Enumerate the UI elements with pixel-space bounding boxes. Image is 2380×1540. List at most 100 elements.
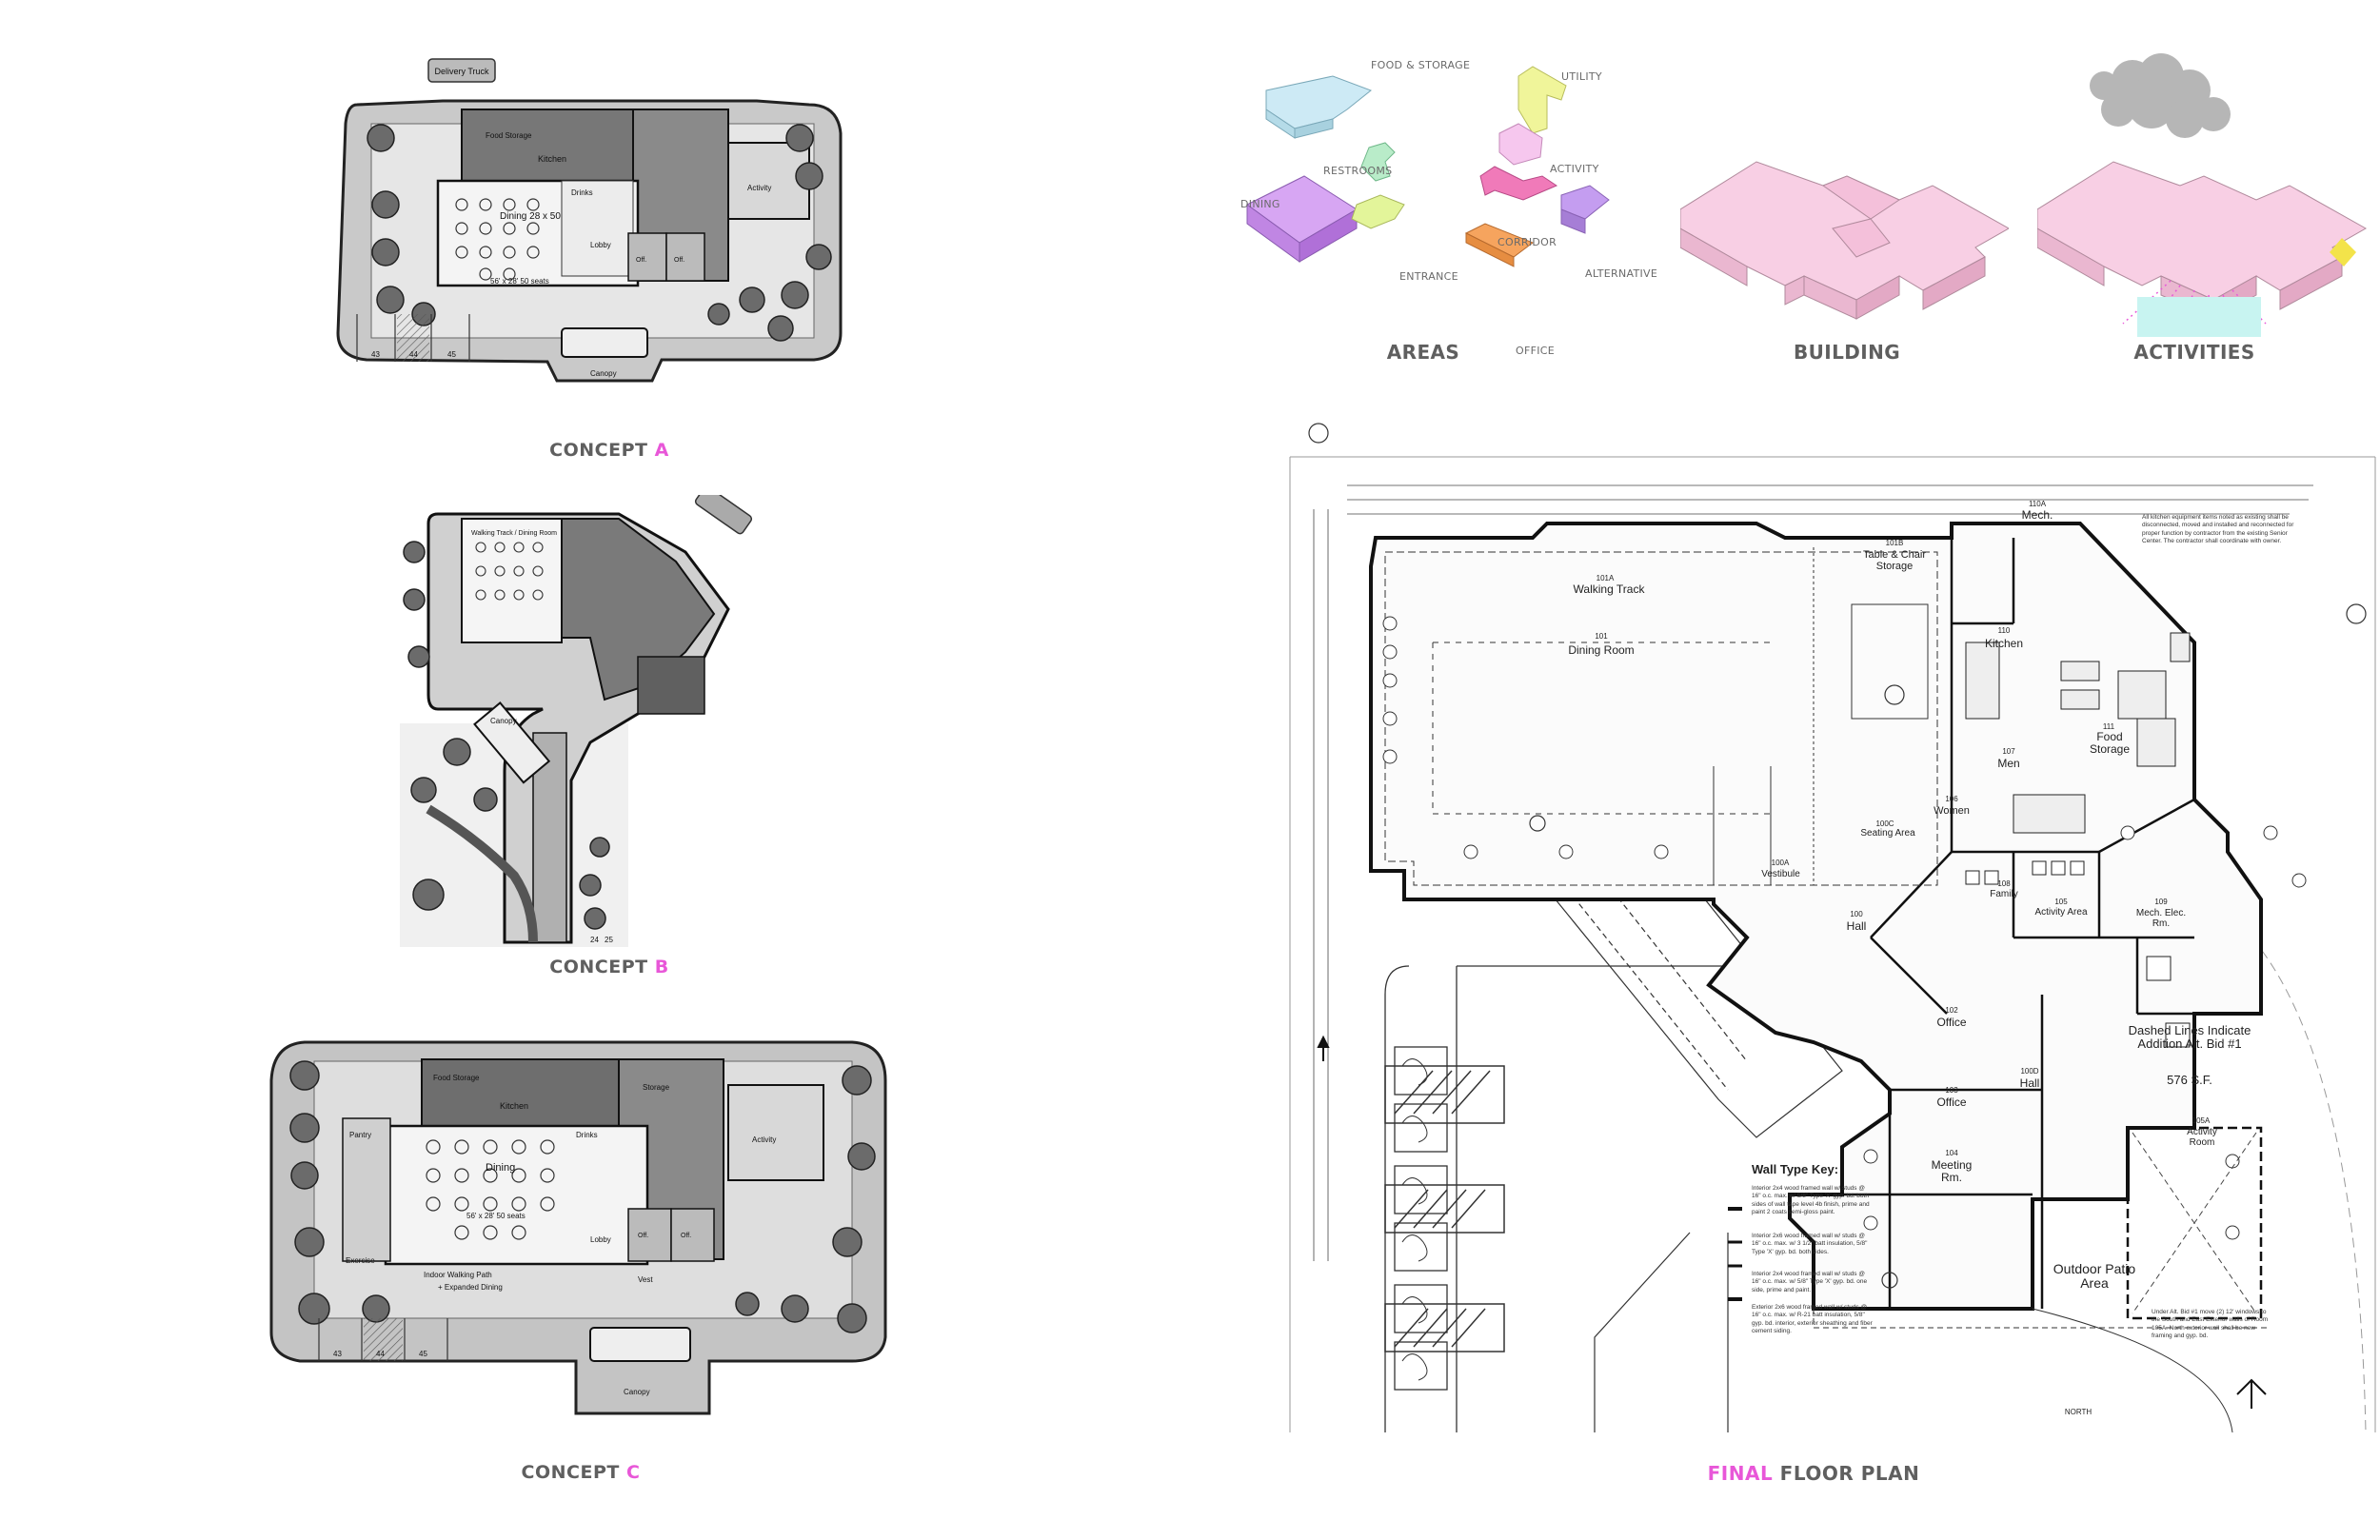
bottom-note: Under Alt. Bid #1 move (2) 12' windows t… [2152,1309,2269,1340]
label-entrance: ENTRANCE [1399,270,1458,283]
concept-b-s2: 25 [605,936,613,944]
north-arrow [2236,1378,2267,1409]
addition-sf: 576 S.F. [2167,1073,2212,1087]
final-floor-plan [1289,423,2376,1433]
concept-c-exercise-label: Exercise [346,1256,375,1265]
room-table-storage: Table & Chair Storage [1862,549,1927,573]
room-110a-num: 110A [2028,500,2047,508]
room-meeting: Meeting Rm. [1931,1158,1973,1185]
room-women: Women [1934,805,1970,817]
label-activity: ACTIVITY [1550,163,1599,175]
final-plan-caption-highlight: FINAL [1707,1462,1774,1485]
concept-c-off2-label: Off. [681,1233,691,1239]
room-100c-num: 100C [1875,819,1894,828]
concept-b-sketch: Walking Track / Dining Room Canopy 24 25 [400,495,753,947]
concept-c-caption-letter: C [625,1462,641,1483]
wall-key-item-2: Interior 2x6 wood framed wall w/ studs @… [1752,1233,1868,1255]
concept-c-space-44: 44 [376,1350,385,1358]
concept-a-dining-size: 56' x 28' 50 seats [490,277,549,286]
area-alternative-block [1560,185,1610,234]
room-111-num: 111 [2102,722,2115,731]
area-corridor-block [1479,166,1558,201]
concept-a-off2-label: Off. [674,257,684,264]
concept-c-food-label: Food Storage [433,1074,480,1082]
concept-c-off1-label: Off. [638,1233,648,1239]
concept-a-caption-main: CONCEPT [549,440,648,461]
label-corridor: CORRIDOR [1497,236,1557,248]
room-105-num: 105 [2054,898,2068,906]
concept-c-dining-size: 56' x 28' 50 seats [466,1212,526,1220]
room-food-storage: Food Storage [2089,730,2131,757]
wall-key-item-3: Interior 2x4 wood framed wall w/ studs @… [1752,1271,1868,1293]
area-restrooms-block [1360,142,1396,182]
room-104-num: 104 [1945,1149,1958,1157]
room-109-num: 109 [2154,898,2168,906]
room-105a-num: 105A [2192,1116,2211,1125]
concept-b-caption-main: CONCEPT [549,957,648,977]
concept-c-caption-main: CONCEPT [521,1462,620,1483]
final-plan-caption: FINAL FLOOR PLAN [1695,1462,1933,1485]
room-110-num: 110 [1997,626,2011,635]
room-office-102: Office [1936,1016,1967,1029]
general-note: All kitchen equipment items noted as exi… [2142,514,2294,545]
concept-b-caption-letter: B [654,957,669,977]
label-food-storage: FOOD & STORAGE [1371,59,1471,71]
room-vestibule: Vestibule [1761,869,1800,879]
area-utility-block [1517,66,1567,134]
room-office-103: Office [1936,1096,1967,1109]
concept-b-walking-label: Walking Track / Dining Room [471,530,557,537]
concept-a-drinks-label: Drinks [571,188,593,197]
area-food-storage-block [1265,75,1372,139]
final-plan-caption-main: FLOOR PLAN [1779,1462,1920,1485]
tree-cloud [2090,53,2231,138]
areas-diagram [1246,66,1610,267]
concept-a-food-label: Food Storage [486,131,532,140]
area-entrance-block [1351,194,1405,229]
room-men: Men [1997,757,2020,770]
concept-c-walking-label: Indoor Walking Path [424,1271,492,1279]
north-label: NORTH [2064,1408,2092,1416]
concept-a-space-44: 44 [409,350,418,359]
concept-c-caption: CONCEPT C [476,1462,685,1483]
label-office: OFFICE [1516,345,1555,357]
room-dining: Dining Room [1568,643,1635,657]
concept-a-activity-label: Activity [747,184,771,192]
concept-c-kitchen-label: Kitchen [500,1101,528,1111]
concept-a-caption-letter: A [654,440,669,461]
building-diagram [1680,161,2009,320]
room-102-num: 102 [1945,1006,1958,1015]
room-101-num: 101 [1595,632,1608,641]
concept-c-space-45: 45 [419,1350,427,1358]
concept-a-space-45: 45 [447,350,456,359]
concept-b-caption: CONCEPT B [505,957,714,977]
outdoor-patio: Outdoor Patio Area [2053,1261,2136,1292]
concept-a-delivery-label: Delivery Truck [434,67,489,76]
room-108-num: 108 [1997,879,2011,888]
label-restrooms: RESTROOMS [1323,165,1393,177]
concept-c-dining-label: Dining [486,1162,515,1174]
room-mech: Mech. [2021,508,2053,522]
concept-a-kitchen-label: Kitchen [538,154,566,164]
concept-a-caption: CONCEPT A [505,440,714,461]
wall-key-item-1: Interior 2x4 wood framed wall w/ studs @… [1752,1185,1870,1216]
concept-b-canopy-label: Canopy [490,717,517,725]
areas-title: AREAS [1386,341,1460,364]
concept-c-canopy-label: Canopy [624,1388,650,1396]
sun-diamond [2330,238,2356,267]
room-106-num: 106 [1945,795,1958,803]
wall-key-item-4: Exterior 2x6 wood framed wall w/ studs @… [1752,1304,1873,1335]
concept-a-lobby-label: Lobby [590,241,611,249]
concept-c-vest-label: Vest [638,1275,653,1284]
concept-a-dining-label: Dining 28 x 50 [500,211,561,222]
room-100d-num: 100D [2020,1067,2039,1076]
patio-area-block [2137,297,2261,337]
room-100a-num: 100A [1771,859,1790,867]
area-activity-block [1498,123,1543,166]
room-107-num: 107 [2002,747,2015,756]
room-activity-room: Activity Room [2187,1127,2217,1148]
concept-c-storage-label: Storage [643,1083,670,1092]
concept-b-s1: 24 [590,936,599,944]
addition-note: Dashed Lines Indicate Addition Alt. Bid … [2128,1023,2251,1052]
activities-title: ACTIVITIES [2133,341,2255,364]
concept-a-sketch: Delivery Truck Food Storage Kitchen Dini… [336,58,843,383]
